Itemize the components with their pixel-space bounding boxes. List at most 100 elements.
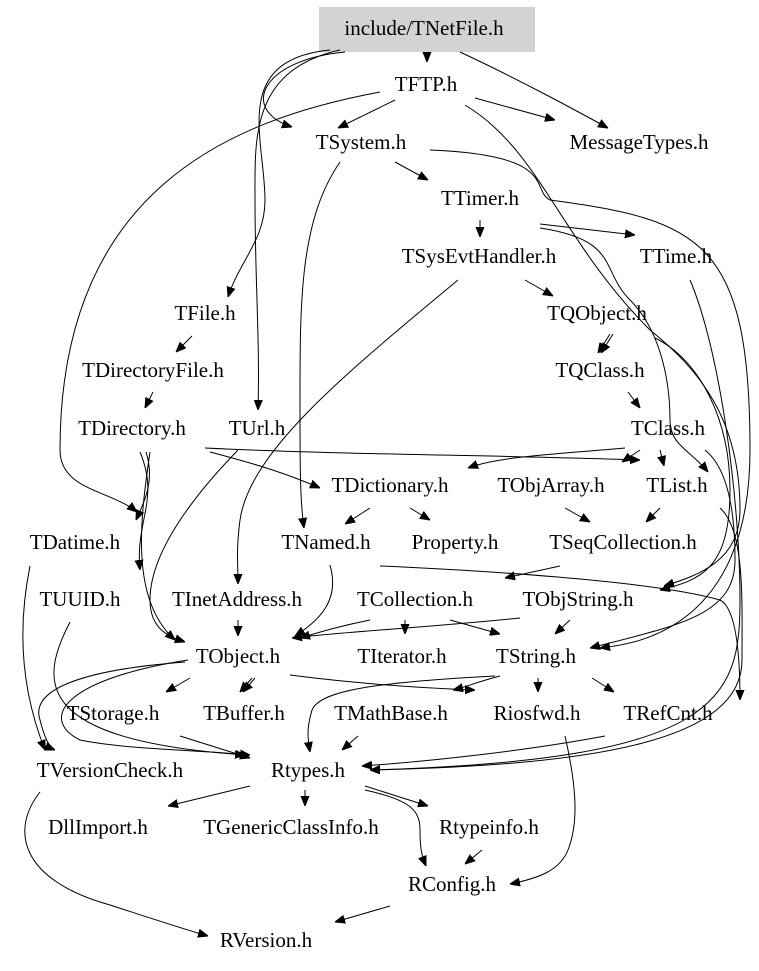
edge-tqobject-tqclass-2	[601, 333, 614, 353]
edge-tnetfile-tfile	[228, 49, 331, 297]
edge-tobjarray-tseqcollection	[564, 507, 590, 522]
node-tobjarray[interactable]: TObjArray.h	[497, 473, 605, 497]
edge-tqobject-tqclass	[598, 333, 611, 353]
edge-tqobject-tobjstring	[654, 337, 731, 590]
edge-tdirectory-tdictionary	[209, 451, 320, 488]
node-tstorage[interactable]: TStorage.h	[67, 701, 160, 725]
node-tsysevthandler[interactable]: TSysEvtHandler.h	[402, 244, 557, 268]
edge-tobject-tbuffer	[240, 677, 253, 692]
node-turl[interactable]: TUrl.h	[229, 416, 286, 440]
edge-tdirectory-tuuid	[139, 451, 149, 570]
edge-tsystem-ttimer	[394, 161, 428, 180]
node-ttimer[interactable]: TTimer.h	[441, 186, 519, 210]
node-ttime[interactable]: TTime.h	[640, 244, 713, 268]
node-property[interactable]: Property.h	[412, 530, 499, 554]
edge-tcollection-tobject	[300, 619, 371, 638]
node-rversion[interactable]: RVersion.h	[220, 928, 313, 952]
edge-tftp-tobjstring	[464, 104, 741, 586]
node-tuuid[interactable]: TUUID.h	[39, 587, 121, 611]
edge-trefcnt-rtypes	[362, 735, 606, 766]
edge-tuuid-rtypes	[53, 621, 245, 755]
edge-tdatime-tversioncheck	[22, 565, 45, 750]
edge-tftp-tsystem	[338, 99, 396, 128]
node-tgenericclassinfo[interactable]: TGenericClassInfo.h	[203, 815, 379, 839]
node-tmathbase[interactable]: TMathBase.h	[334, 701, 448, 725]
edge-tobject-riosfwd	[289, 674, 475, 690]
node-tsystem[interactable]: TSystem.h	[316, 130, 407, 154]
node-tobject[interactable]: TObject.h	[196, 644, 281, 668]
edge-tobject-tversioncheck	[38, 661, 186, 750]
node-tinetaddress[interactable]: TInetAddress.h	[172, 587, 303, 611]
edge-tobjstring-tstring	[555, 619, 571, 634]
edge-rtypeinfo-rconfig	[465, 849, 483, 864]
node-tobjstring[interactable]: TObjString.h	[522, 587, 634, 611]
node-rtypeinfo[interactable]: Rtypeinfo.h	[439, 815, 539, 839]
node-rconfig[interactable]: RConfig.h	[408, 872, 497, 896]
edge-tclass-tlist	[660, 449, 664, 466]
edge-ttime-rtypes	[370, 279, 741, 770]
edge-tcollection-tstring	[449, 619, 500, 634]
edge-rconfig-rversion	[335, 905, 391, 922]
edge-tstring-trefcnt	[591, 677, 614, 692]
node-tnetfile[interactable]: include/TNetFile.h	[344, 16, 504, 40]
node-tfile[interactable]: TFile.h	[174, 301, 236, 325]
edge-tftp-messagetypes	[474, 97, 555, 120]
node-tversioncheck[interactable]: TVersionCheck.h	[37, 758, 184, 782]
edge-tobject-tbuffer-2	[243, 677, 256, 692]
edge-turl-tobject	[149, 449, 239, 642]
edge-riosfwd-rconfig	[510, 735, 576, 884]
edge-tclass-tdictionary	[468, 447, 626, 468]
nodes: include/TNetFile.h TFTP.h TSystem.h Mess…	[30, 16, 713, 952]
node-tclass[interactable]: TClass.h	[631, 416, 706, 440]
node-tqclass[interactable]: TQClass.h	[555, 358, 645, 382]
edge-tnetfile-turl	[255, 49, 341, 410]
edge-tnetfile-messagetypes	[459, 51, 608, 128]
node-messagetypes[interactable]: MessageTypes.h	[569, 130, 709, 154]
node-tstring[interactable]: TString.h	[496, 644, 576, 668]
node-tdirectoryfile[interactable]: TDirectoryFile.h	[82, 358, 224, 382]
node-tftp[interactable]: TFTP.h	[395, 72, 458, 96]
edge-tobjstring-tobject	[292, 617, 521, 638]
node-tseqcollection[interactable]: TSeqCollection.h	[549, 530, 697, 554]
node-rtypes[interactable]: Rtypes.h	[271, 758, 346, 782]
edge-tfile-tdirectoryfile	[176, 335, 193, 352]
edges	[22, 49, 751, 936]
edge-tstring-rtypes	[308, 675, 496, 752]
node-riosfwd[interactable]: Riosfwd.h	[494, 701, 581, 725]
edge-tdictionary-property	[409, 507, 430, 520]
edge-tnamed-tstring	[379, 565, 740, 700]
edge-ttimer-tlist	[539, 227, 708, 472]
edge-tsysevthandler-tqobject	[524, 279, 553, 296]
node-tqobject[interactable]: TQObject.h	[547, 301, 647, 325]
node-tdatime[interactable]: TDatime.h	[30, 530, 121, 554]
edge-tlist-rtypes	[370, 507, 743, 770]
edge-tdirectory-tlist	[204, 447, 640, 460]
edge-tstring-tmathbase	[453, 675, 501, 690]
edge-tclass-tstring	[590, 449, 736, 648]
edge-tseqcollection-tcollection	[505, 565, 561, 578]
node-tdirectory[interactable]: TDirectory.h	[78, 416, 186, 440]
edge-tsysevthandler-tinetaddress	[238, 279, 459, 584]
node-tnamed[interactable]: TNamed.h	[281, 530, 371, 554]
node-tcollection[interactable]: TCollection.h	[357, 587, 474, 611]
edge-tsystem-tstring	[429, 149, 751, 648]
edge-ttimer-ttime	[539, 223, 635, 235]
root-node-highlight	[319, 7, 535, 52]
edge-tdirectory-tobject	[141, 451, 175, 640]
edge-tqclass-tclass	[627, 391, 640, 408]
edge-tobject-rtypes	[61, 659, 250, 755]
edge-tlist-tseqcollection	[646, 507, 661, 522]
node-tlist[interactable]: TList.h	[646, 473, 708, 497]
edge-tmathbase-rtypes	[342, 735, 359, 750]
node-tbuffer[interactable]: TBuffer.h	[203, 701, 285, 725]
node-tdictionary[interactable]: TDictionary.h	[331, 473, 449, 497]
edge-tdictionary-tnamed	[345, 507, 371, 524]
edge-tobject-tstorage	[166, 677, 191, 692]
edge-tversioncheck-rversion	[24, 791, 208, 936]
edge-tdirectoryfile-tdirectory	[145, 391, 153, 408]
node-titerator[interactable]: TIterator.h	[357, 644, 447, 668]
edge-rtypes-rconfig	[364, 789, 426, 866]
node-trefcnt[interactable]: TRefCnt.h	[623, 701, 713, 725]
node-dllimport[interactable]: DllImport.h	[48, 815, 148, 839]
